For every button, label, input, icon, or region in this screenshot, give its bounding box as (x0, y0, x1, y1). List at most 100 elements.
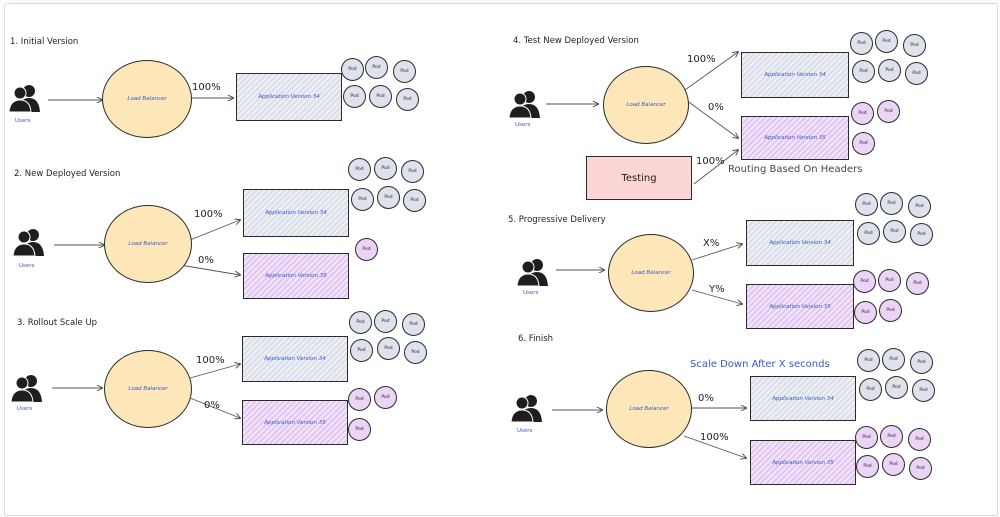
pod-label: Pod (861, 310, 870, 315)
users-label: Users (19, 263, 35, 269)
pod: Pod (404, 341, 427, 364)
users-icon (10, 374, 44, 406)
traffic-percent: 0% (708, 102, 724, 113)
pod-label: Pod (862, 202, 871, 207)
users-icon (12, 228, 46, 260)
arrow-lb-to-v35-6 (683, 435, 746, 458)
app-version-34-box: Application Version 34 (243, 189, 349, 237)
pod: Pod (355, 238, 378, 261)
pod-label: Pod (889, 357, 898, 362)
pod: Pod (878, 269, 901, 292)
pod-label: Pod (864, 358, 873, 363)
pod-label: Pod (913, 281, 922, 286)
pod: Pod (374, 386, 397, 409)
users-label: Users (515, 122, 531, 128)
pod-label: Pod (886, 308, 895, 313)
users-label: Users (523, 290, 539, 296)
pod: Pod (880, 192, 903, 215)
pod-label: Pod (860, 279, 869, 284)
section-2-title: 2. New Deployed Version (14, 169, 121, 179)
arrow-lb-to-v34-5 (691, 244, 742, 261)
pod: Pod (854, 301, 877, 324)
app-version-label: Application Version 35 (769, 303, 831, 310)
app-version-34-box: Application Version 34 (750, 376, 856, 421)
pod: Pod (877, 100, 900, 123)
arrow-lb-to-v34-2 (189, 220, 240, 241)
app-version-35-box: Application Version 35 (243, 253, 349, 299)
pod: Pod (341, 58, 364, 81)
pod-label: Pod (885, 68, 894, 73)
testing-label: Testing (621, 172, 657, 184)
pod-label: Pod (355, 427, 364, 432)
app-version-label: Application Version 35 (772, 459, 834, 466)
pod: Pod (852, 60, 875, 83)
pod: Pod (855, 193, 878, 216)
pod: Pod (908, 195, 931, 218)
traffic-percent: X% (703, 238, 720, 249)
pod: Pod (351, 188, 374, 211)
pod: Pod (903, 34, 926, 57)
routing-note: Routing Based On Headers (728, 164, 863, 175)
traffic-percent: 0% (698, 393, 714, 404)
pod: Pod (912, 379, 935, 402)
app-version-label: Application Version 35 (264, 419, 326, 426)
traffic-percent: 0% (204, 400, 220, 411)
load-balancer-label: Load Balancer (128, 241, 168, 247)
traffic-percent: 100% (192, 82, 221, 93)
pod: Pod (401, 160, 424, 183)
pod-label: Pod (866, 387, 875, 392)
pod: Pod (377, 186, 400, 209)
pod: Pod (906, 272, 929, 295)
pod: Pod (374, 157, 397, 180)
app-version-34-box: Application Version 34 (242, 336, 348, 382)
users-label: Users (517, 428, 533, 434)
app-version-label: Application Version 34 (265, 210, 327, 216)
pod: Pod (857, 349, 880, 372)
app-version-label: Application Version 34 (258, 94, 320, 100)
pod: Pod (879, 299, 902, 322)
pod-label: Pod (919, 388, 928, 393)
pod: Pod (850, 32, 873, 55)
arrow-testing-to-v35-4 (693, 150, 738, 185)
pod-label: Pod (403, 97, 412, 102)
app-version-label: Application Version 35 (764, 135, 826, 141)
pod-label: Pod (408, 169, 417, 174)
traffic-percent: 100% (196, 355, 225, 366)
load-balancer: Load Balancer (104, 350, 192, 428)
pod-label: Pod (355, 397, 364, 402)
load-balancer: Load Balancer (606, 370, 692, 448)
users-icon (508, 90, 542, 122)
load-balancer: Load Balancer (603, 66, 689, 144)
pod: Pod (880, 425, 903, 448)
pod-label: Pod (892, 385, 901, 390)
pod-label: Pod (887, 434, 896, 439)
pod-label: Pod (890, 229, 899, 234)
pod-label: Pod (916, 466, 925, 471)
pod-label: Pod (372, 65, 381, 70)
pod-label: Pod (912, 71, 921, 76)
users-label: Users (15, 118, 31, 124)
arrow-lb-to-v35-2 (179, 264, 240, 275)
pod-label: Pod (917, 232, 926, 237)
load-balancer: Load Balancer (608, 234, 694, 312)
pod: Pod (374, 310, 397, 333)
pod-label: Pod (859, 141, 868, 146)
load-balancer-label: Load Balancer (626, 102, 666, 108)
pod-label: Pod (350, 94, 359, 99)
app-version-35-box: Application Version 35 (746, 284, 854, 329)
testing-box: Testing (586, 156, 692, 200)
pod-label: Pod (882, 39, 891, 44)
section-5-title: 5. Progressive Delivery (508, 215, 606, 225)
pod: Pod (393, 60, 416, 83)
pod: Pod (859, 378, 882, 401)
load-balancer-label: Load Balancer (127, 96, 167, 102)
pod-label: Pod (409, 322, 418, 327)
app-version-34-box: Application Version 34 (746, 220, 854, 266)
pod-label: Pod (362, 247, 371, 252)
section-4-title: 4. Test New Deployed Version (513, 36, 639, 46)
pod: Pod (856, 455, 879, 478)
pod-label: Pod (357, 348, 366, 353)
app-version-label: Application Version 34 (764, 72, 826, 78)
pod: Pod (910, 351, 933, 374)
pod: Pod (348, 158, 371, 181)
